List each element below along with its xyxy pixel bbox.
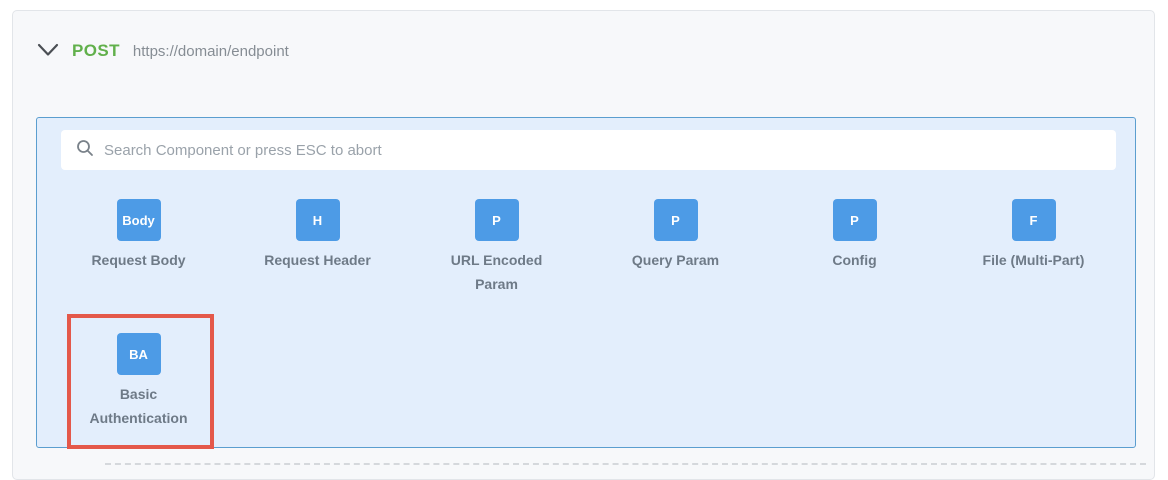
badge-text: BA	[129, 346, 148, 362]
component-badge: P	[474, 199, 519, 241]
component-label: URL Encoded Param	[450, 252, 543, 292]
badge-text: P	[671, 212, 680, 228]
component-item-query-param[interactable]: P Query Param	[586, 199, 765, 296]
component-label: Config	[832, 252, 877, 268]
component-item-url-encoded-param[interactable]: P URL Encoded Param	[407, 199, 586, 296]
component-label: File (Multi-Part)	[982, 252, 1085, 268]
drop-zone-dashed-border	[105, 463, 1146, 465]
request-card: POST https://domain/endpoint Body Reques…	[12, 10, 1155, 480]
component-grid-row-2: BA Basic Authentication	[49, 333, 1123, 430]
component-picker-panel: Body Request Body H Request Header P URL…	[36, 117, 1136, 449]
component-badge: Body	[116, 199, 161, 241]
component-label: Basic Authentication	[89, 386, 188, 426]
component-item-request-body[interactable]: Body Request Body	[49, 199, 228, 296]
request-header: POST https://domain/endpoint	[13, 11, 1154, 61]
component-badge: BA	[116, 333, 161, 375]
badge-text: H	[312, 212, 323, 228]
badge-text: P	[492, 212, 501, 228]
collapse-toggle-button[interactable]	[37, 43, 59, 60]
component-item-request-header[interactable]: H Request Header	[228, 199, 407, 296]
component-badge: H	[295, 199, 340, 241]
component-search	[61, 130, 1116, 170]
component-badge: P	[832, 199, 877, 241]
component-grid-row-1: Body Request Body H Request Header P URL…	[49, 199, 1123, 296]
component-badge: P	[653, 199, 698, 241]
chevron-down-icon	[37, 43, 59, 60]
component-item-basic-authentication[interactable]: BA Basic Authentication	[49, 333, 228, 430]
request-url: https://domain/endpoint	[132, 42, 289, 60]
badge-text: P	[850, 212, 859, 228]
component-item-file-multipart[interactable]: F File (Multi-Part)	[944, 199, 1123, 296]
component-label: Request Header	[264, 252, 371, 268]
request-method: POST	[72, 41, 120, 60]
component-item-config[interactable]: P Config	[765, 199, 944, 296]
search-input[interactable]	[104, 141, 1104, 159]
badge-text: F	[1029, 212, 1038, 228]
component-label: Query Param	[631, 252, 720, 268]
badge-text: Body	[122, 212, 155, 228]
component-badge: F	[1011, 199, 1056, 241]
component-label: Request Body	[91, 252, 186, 268]
search-icon	[73, 139, 104, 162]
